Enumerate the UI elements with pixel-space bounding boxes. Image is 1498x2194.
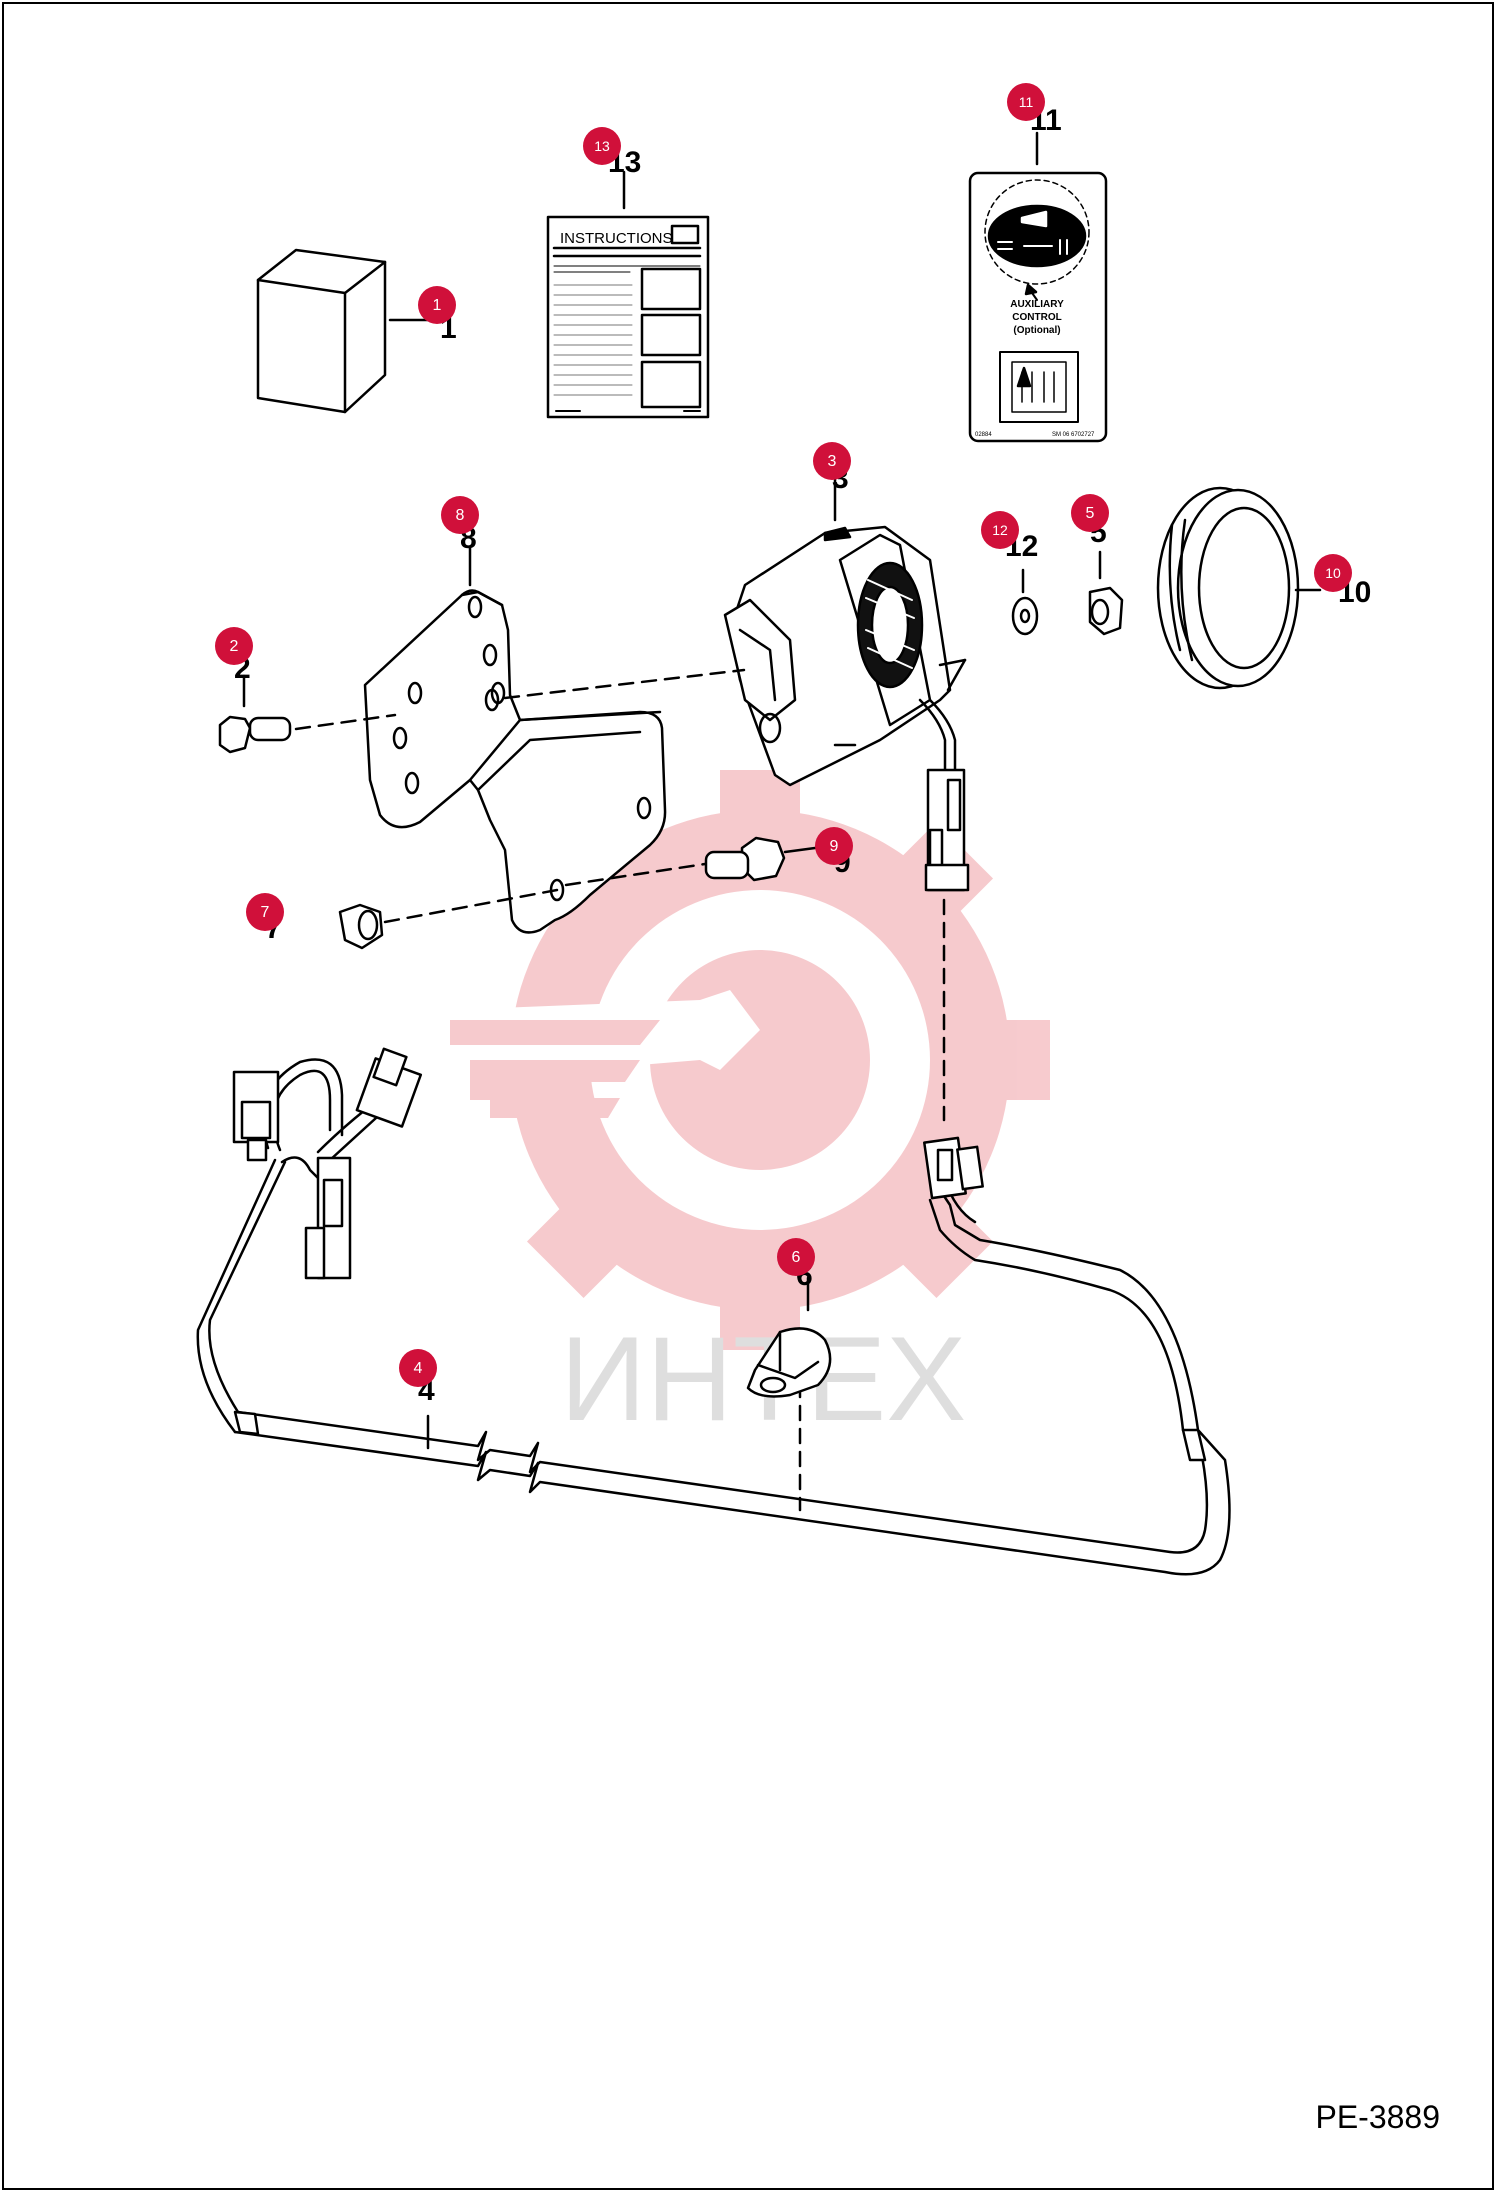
callout-badge-label: 9 — [830, 838, 839, 855]
decal-caption-control: CONTROL — [1012, 312, 1061, 323]
callout-badge-circle — [777, 1238, 815, 1276]
callout-badge-7: 7 — [246, 893, 284, 931]
callout-badge-circle — [815, 827, 853, 865]
alarm-lead-connector — [918, 698, 970, 892]
callout-badge-circle — [246, 893, 284, 931]
callout-badge-circle — [813, 442, 851, 480]
part-6-clamp — [746, 1276, 832, 1398]
callout-badge-label: 6 — [792, 1249, 801, 1266]
part-8-mounting-bracket — [363, 546, 667, 934]
callout-badge-label: 2 — [230, 638, 239, 655]
part-7-flange-nut — [338, 903, 384, 950]
instructions-heading: INSTRUCTIONS — [560, 230, 673, 247]
page-code: PE-3889 — [1315, 2099, 1440, 2135]
part-2-bolt — [218, 674, 292, 754]
callout-badge-label: 1 — [433, 297, 442, 314]
decal-caption-auxiliary: AUXILIARY — [1010, 299, 1064, 310]
part-1-box — [256, 248, 434, 414]
callout-badge-11: 11 — [1007, 83, 1045, 121]
callout-badge-label: 10 — [1325, 565, 1341, 581]
callout-badge-circle — [1314, 554, 1352, 592]
callout-badge-circle — [418, 286, 456, 324]
callout-badge-circle — [981, 511, 1019, 549]
callout-badge-label: 7 — [261, 904, 270, 921]
callout-badge-9: 9 — [815, 827, 853, 865]
callout-badge-5: 5 — [1071, 494, 1109, 532]
callout-badge-circle — [441, 496, 479, 534]
part-13-instructions-sheet — [546, 170, 710, 419]
harness-connector-right-top — [355, 1047, 423, 1128]
harness-connector-left-top — [232, 1070, 280, 1162]
callout-badge-label: 5 — [1086, 505, 1095, 522]
callout-badge-label: 8 — [456, 507, 465, 524]
callout-badge-label: 4 — [414, 1360, 423, 1377]
harness-connector-alarm-side — [923, 1136, 984, 1200]
callout-badge-4: 4 — [399, 1349, 437, 1387]
part-3-backup-alarm — [723, 478, 967, 787]
callout-badge-circle — [1007, 83, 1045, 121]
callout-badge-6: 6 — [777, 1238, 815, 1276]
decal-captions: AUXILIARY CONTROL (Optional) — [1010, 299, 1064, 336]
callout-badge-label: 11 — [1019, 94, 1034, 110]
callout-badge-8: 8 — [441, 496, 479, 534]
part-12-washer — [1011, 568, 1039, 636]
part-5-nut — [1088, 550, 1124, 636]
callout-badge-10: 10 — [1314, 554, 1352, 592]
callout-badge-12: 12 — [981, 511, 1019, 549]
callout-badge-2: 2 — [215, 627, 253, 665]
callout-badge-13: 13 — [583, 127, 621, 165]
callout-badge-label: 3 — [828, 453, 837, 470]
callout-badge-3: 3 — [813, 442, 851, 480]
part-9-bolt — [704, 836, 817, 882]
part-4-wire-harness — [196, 1058, 1231, 1576]
decal-code-left: 02884 — [975, 432, 992, 438]
harness-connector-lower — [304, 1156, 352, 1280]
callout-badge-circle — [583, 127, 621, 165]
callout-badge-1: 1 — [418, 286, 456, 324]
decal-caption-optional: (Optional) — [1013, 325, 1060, 336]
callout-badge-label: 12 — [992, 522, 1008, 538]
part-10-grommet — [1156, 486, 1322, 690]
callout-badge-circle — [399, 1349, 437, 1387]
part-11-decal — [968, 131, 1108, 443]
decal-code-right: SM 06 6702727 — [1052, 432, 1095, 438]
callout-badge-label: 13 — [594, 138, 610, 154]
callout-badge-circle — [1071, 494, 1109, 532]
callout-badge-circle — [215, 627, 253, 665]
